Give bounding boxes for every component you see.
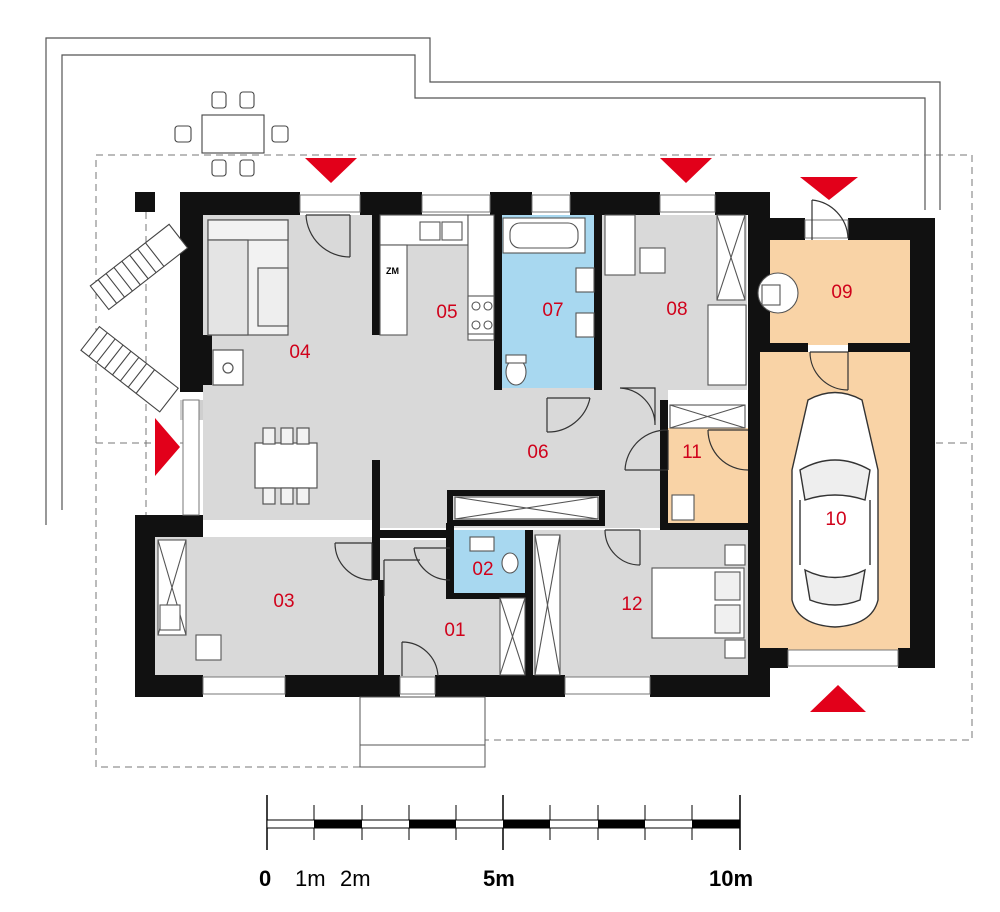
room-label-10: 10 [825,509,846,530]
room-label-08: 08 [666,299,687,320]
room-label-06: 06 [527,442,548,463]
scale-label-1m: 1m [295,866,326,891]
boiler-label: ZM [386,266,399,276]
roof-outline [45,37,941,525]
entry-marker-top-left [305,158,357,183]
room-label-12: 12 [621,594,642,615]
car [791,391,879,628]
walls [135,192,935,697]
windows [182,194,899,695]
entry-marker-left [155,418,180,476]
wardrobes [454,404,746,676]
room-label-07: 07 [542,300,563,321]
room-label-01: 01 [444,620,465,641]
bed [651,544,746,659]
scale-label-0: 0 [259,866,271,891]
room-label-05: 05 [436,302,457,323]
doors [305,199,849,677]
room-label-02: 02 [472,559,493,580]
boiler-room-furniture [671,272,799,521]
kitchen-furniture [379,214,495,341]
living-room-furniture [207,219,318,505]
terrace-furniture [80,91,289,413]
entry-marker-bottom [810,685,866,712]
entry-marker-top-right [800,177,858,200]
room-label-11: 11 [682,442,702,463]
scale-label-10m: 10m [709,866,753,891]
entrance-steps [359,696,486,768]
entry-marker-top-middle [660,158,712,183]
office-furniture [157,214,747,661]
room-label-04: 04 [289,342,311,363]
bathroom-furniture [469,217,595,574]
room-label-03: 03 [273,591,294,612]
entry-markers [155,158,866,712]
scale-label-2m: 2m [340,866,371,891]
room-label-09: 09 [831,282,852,303]
scale-label-5m: 5m [483,866,515,891]
room-labels: 01 02 03 04 05 06 07 08 09 10 11 12 [273,282,852,641]
scale-bar: 0 1m 2m 5m 10m [259,795,753,891]
